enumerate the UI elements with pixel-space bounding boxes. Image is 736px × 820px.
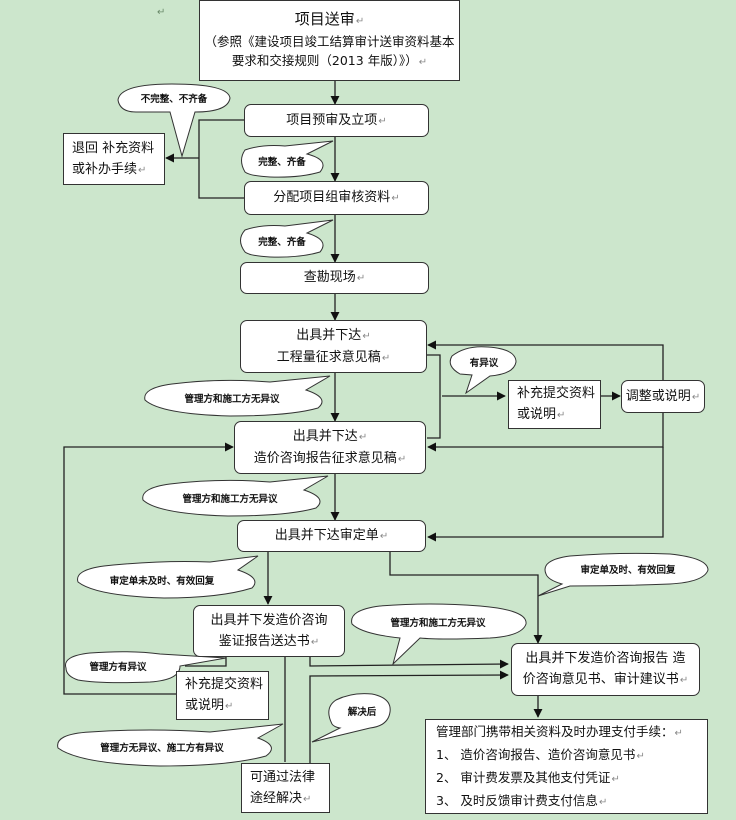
paragraph-mark-icon: ↵ (138, 164, 147, 176)
node-pre-review: 项目预审及立项↵ (244, 104, 429, 137)
payment-item: 2、 审计费发票及其他支付凭证 (436, 769, 611, 785)
paragraph-mark-icon: ↵ (397, 453, 407, 465)
node-label: 出具并下发造价咨询报告 造 (525, 651, 686, 666)
node-label: 或补办手续 (72, 161, 138, 177)
node-label: 出具并下达审定单 (274, 528, 379, 543)
callout-objection: 有异议 (470, 357, 499, 369)
callout-no-objection-3-shape (351, 603, 527, 666)
paragraph-mark-icon: ↵ (356, 273, 366, 284)
node-return-supplement: 退回 补充资料 或补办手续↵ (63, 133, 165, 185)
node-note: （参照《建设项目竣工结算审计送审资料基本 (204, 34, 455, 49)
callout-late-reply-shape (77, 555, 259, 599)
node-supplement-2: 补充提交资料 或说明↵ (176, 671, 269, 720)
node-label: 出具并下发造价咨询 (210, 612, 328, 628)
callout-incomplete: 不完整、不齐备 (141, 93, 208, 105)
node-payment: 管理部门携带相关资料及时办理支付手续：↵ 1、 造价咨询报告、造价咨询意见书↵ … (425, 719, 708, 814)
node-note: 要求和交接规则（2013 年版）》） (231, 53, 418, 68)
node-label: 工程量征求意见稿 (276, 349, 381, 365)
node-supplement-1: 补充提交资料 或说明↵ (508, 380, 601, 429)
node-label: 价咨询意见书、审计建议书 (522, 672, 679, 687)
callout-complete-2-shape (240, 219, 334, 258)
node-label: 可通过法律 (250, 769, 316, 785)
link-supplement2-loop (185, 656, 227, 667)
payment-item: 3、 及时反馈审计费支付信息 (436, 792, 598, 808)
callout-incomplete-shape (117, 83, 231, 158)
callout-no-objection-1: 管理方和施工方无异议 (184, 393, 280, 405)
node-label: 退回 补充资料 (72, 140, 155, 156)
arrow-appraisal-to-final (309, 656, 509, 669)
paragraph-mark-icon: ↵ (679, 675, 689, 686)
callout-timely-reply-shape (537, 552, 709, 597)
paragraph-mark-icon: ↵ (418, 57, 428, 68)
node-label: 调整或说明 (625, 388, 691, 404)
paragraph-mark-icon: ↵ (379, 531, 389, 542)
callout-resolved: 解决后 (348, 706, 377, 718)
link-prereview-to-return (198, 119, 245, 199)
node-cost-report-draft: 出具并下达↵ 造价咨询报告征求意见稿↵ (234, 421, 426, 474)
node-label: 鉴证报告送达书 (218, 633, 310, 649)
payment-heading: 管理部门携带相关资料及时办理支付手续： (436, 723, 674, 739)
paragraph-mark-icon: ↵ (310, 636, 320, 648)
callout-no-objection-2: 管理方和施工方无异议 (182, 493, 278, 505)
paragraph-mark-icon: ↵ (636, 750, 645, 762)
arrow-supplement2-to-costdraft (63, 442, 234, 695)
callout-contractor-objection-shape (57, 723, 284, 767)
node-appraisal-notice: 出具并下发造价咨询 鉴证报告送达书↵ (193, 605, 345, 657)
paragraph-mark-icon: ↵ (362, 330, 371, 342)
arrow-approval-to-final (389, 552, 543, 644)
payment-item: 1、 造价咨询报告、造价咨询意见书 (436, 746, 636, 762)
node-label: 出具并下达 (292, 428, 358, 444)
paragraph-mark-icon: ↵ (691, 391, 701, 403)
node-label: 补充提交资料 (517, 386, 596, 401)
node-site-survey: 查勘现场↵ (240, 262, 429, 294)
arrow-adjust-to-quantity (427, 340, 664, 380)
paragraph-mark-icon: ↵ (225, 701, 234, 712)
paragraph-mark-icon: ↵ (358, 431, 368, 443)
node-label: 项目预审及立项 (286, 112, 378, 128)
node-label: 或说明 (185, 698, 225, 713)
callout-complete-1-shape (241, 140, 334, 178)
callout-contractor-objection: 管理方无异议、施工方有异议 (100, 742, 224, 754)
node-label: 补充提交资料 (185, 677, 264, 692)
node-label: 或说明 (517, 407, 557, 422)
callout-resolved-shape (311, 693, 391, 743)
node-legal-resolution: 可通过法律 途经解决↵ (241, 763, 330, 813)
callout-objection-shape (449, 346, 517, 395)
paragraph-mark-icon: ↵ (381, 352, 391, 364)
paragraph-mark-icon: ↵ (557, 410, 566, 421)
paragraph-mark-icon: ↵ (157, 7, 166, 18)
paragraph-mark-icon: ↵ (355, 16, 365, 27)
node-label: 途经解决 (250, 790, 303, 806)
paragraph-mark-icon: ↵ (303, 793, 312, 805)
callout-mgmt-objection-shape (65, 651, 227, 684)
node-adjust-explain: 调整或说明↵ (621, 380, 705, 413)
callout-no-objection-2-shape (142, 475, 329, 517)
paragraph-mark-icon: ↵ (674, 727, 683, 739)
node-assign-group: 分配项目组审核资料↵ (244, 181, 429, 215)
callout-mgmt-objection: 管理方有异议 (89, 661, 147, 673)
callout-no-objection-3: 管理方和施工方无异议 (390, 617, 486, 629)
callout-late-reply: 审定单未及时、有效回复 (110, 575, 215, 587)
paragraph-mark-icon: ↵ (378, 115, 387, 127)
node-label: 分配项目组审核资料 (273, 190, 391, 205)
node-project-submission: 项目送审↵ （参照《建设项目竣工结算审计送审资料基本 要求和交接规则（2013 … (199, 0, 460, 81)
node-label: 造价咨询报告征求意见稿 (253, 450, 397, 466)
node-approval-sheet: 出具并下达审定单↵ (237, 520, 426, 552)
paragraph-mark-icon: ↵ (598, 796, 608, 808)
node-quantity-draft: 出具并下达↵ 工程量征求意见稿↵ (240, 320, 427, 373)
callout-no-objection-1-shape (144, 375, 331, 417)
arrow-legal-to-final (309, 670, 509, 765)
callout-timely-reply: 审定单及时、有效回复 (580, 564, 676, 576)
node-label: 出具并下达 (296, 327, 362, 343)
arrow-adjust-to-approval (427, 447, 664, 542)
paragraph-mark-icon: ↵ (391, 193, 400, 204)
node-final-report: 出具并下发造价咨询报告 造 价咨询意见书、审计建议书↵ (511, 643, 700, 696)
paragraph-mark-icon: ↵ (611, 773, 620, 785)
link-objection-bracket (427, 354, 441, 439)
callout-complete-1: 完整、齐备 (258, 156, 306, 168)
node-label: 查勘现场 (303, 270, 356, 285)
callout-complete-2: 完整、齐备 (258, 236, 306, 248)
node-title: 项目送审 (294, 10, 355, 28)
